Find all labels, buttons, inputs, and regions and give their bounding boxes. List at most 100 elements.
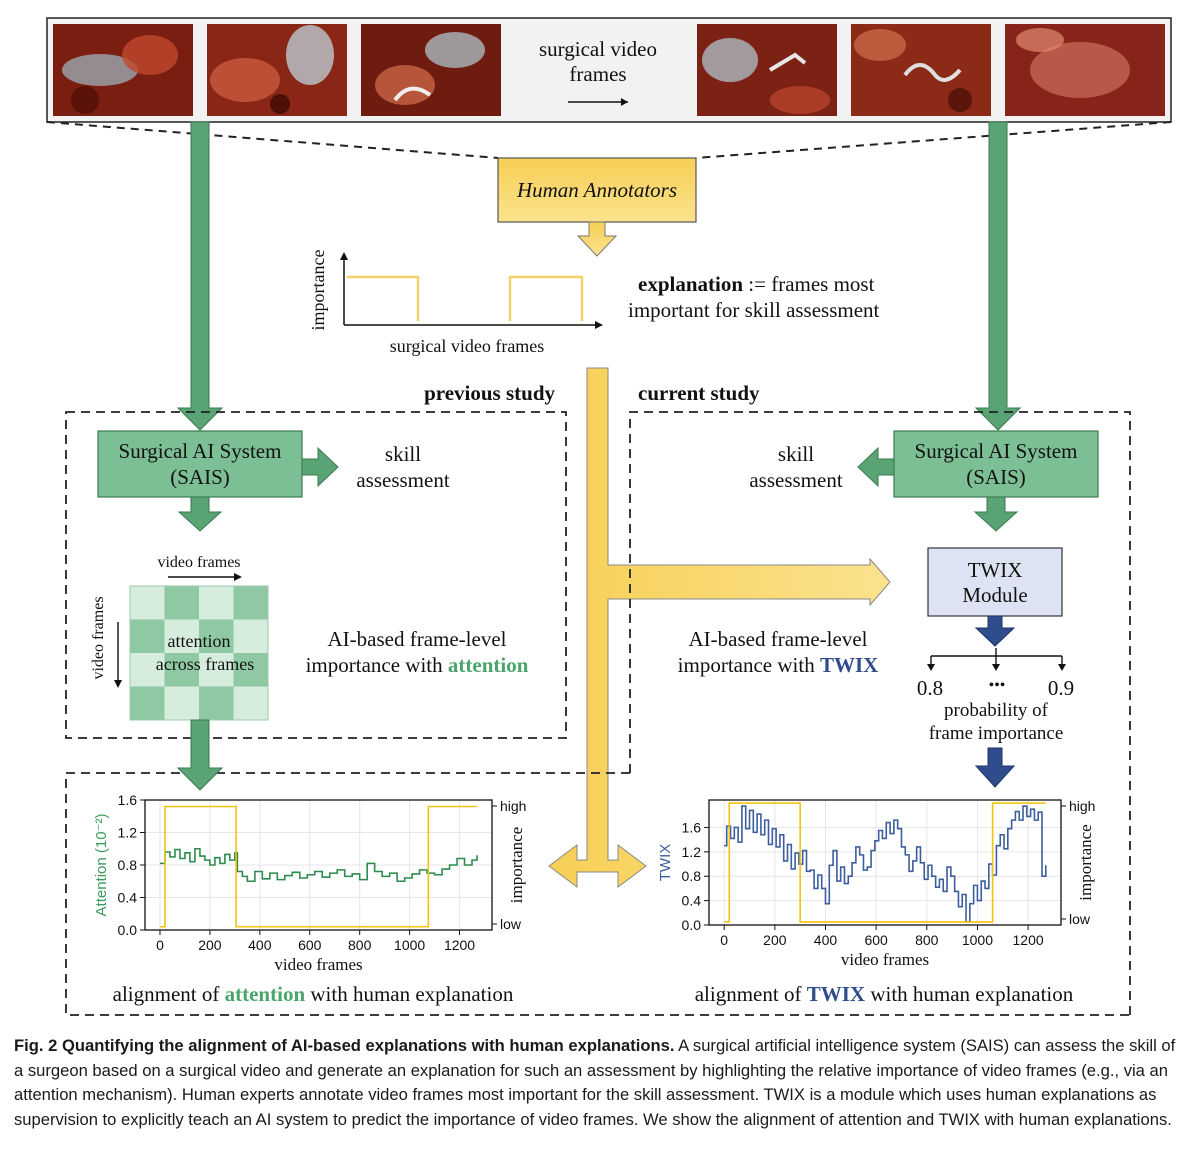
matrix-cell bbox=[199, 586, 234, 620]
twix-importance-line2: importance with TWIX bbox=[678, 653, 879, 677]
model-importance-series bbox=[724, 805, 1047, 923]
arrow-right-icon bbox=[568, 98, 628, 106]
y2-tick-label: high bbox=[1069, 798, 1095, 814]
arrow-right-icon bbox=[234, 573, 242, 581]
x-tick-label: 0 bbox=[720, 932, 728, 948]
x-tick-label: 1000 bbox=[962, 932, 993, 948]
surgical-frame-strip: surgical video frames bbox=[46, 17, 1172, 123]
sais-label-line2: (SAIS) bbox=[966, 465, 1026, 489]
skill-label-line2: assessment bbox=[749, 468, 842, 492]
matrix-cell bbox=[233, 686, 268, 720]
explanation-definition-rest: := frames most bbox=[743, 272, 875, 296]
twix-label-line2: Module bbox=[962, 583, 1027, 607]
explanation-definition: explanation := frames most bbox=[638, 272, 875, 296]
x-tick-label: 600 bbox=[864, 932, 888, 948]
current-study-panel: current study Surgical AI System (SAIS) … bbox=[629, 381, 1131, 1015]
dashed-connector bbox=[46, 121, 499, 159]
twix-module-box bbox=[927, 547, 1063, 617]
matrix-side-label: video frames bbox=[90, 596, 107, 679]
video-frame-thumbnail bbox=[1005, 24, 1165, 116]
y-axis-label: Attention (10⁻²) bbox=[93, 814, 110, 917]
plot-frame bbox=[708, 799, 1062, 926]
y-tick-label: 0.8 bbox=[118, 857, 138, 873]
caption-title: Fig. 2 Quantifying the alignment of AI-b… bbox=[14, 1036, 675, 1055]
alignment-prefix: alignment of bbox=[695, 982, 807, 1006]
sais-box bbox=[893, 430, 1099, 498]
green-arrow-down-icon bbox=[973, 496, 1019, 532]
strip-label-line1: surgical video bbox=[539, 37, 657, 61]
x-tick-label: 400 bbox=[248, 937, 272, 953]
x-axis-label: video frames bbox=[841, 950, 929, 969]
frames-axis-label: surgical video frames bbox=[390, 336, 545, 356]
yellow-trunk-arrow bbox=[548, 367, 891, 888]
matrix-cell bbox=[233, 619, 268, 653]
arrow-down-icon bbox=[576, 221, 618, 257]
importance-pulse bbox=[508, 275, 584, 321]
skill-label-line1: skill bbox=[778, 442, 814, 466]
y2-axis-label: importance bbox=[507, 827, 526, 903]
sais-label-line1: Surgical AI System bbox=[915, 439, 1078, 463]
human-importance-plot: importance surgical video frames bbox=[308, 250, 603, 356]
y2-tick-label: low bbox=[1069, 911, 1091, 927]
human-annotators-box: Human Annotators bbox=[497, 157, 697, 223]
alignment-suffix: with human explanation bbox=[865, 982, 1074, 1006]
importance-prefix: importance with bbox=[306, 653, 448, 677]
matrix-cell bbox=[130, 586, 165, 620]
green-arrow-down-icon bbox=[974, 121, 1022, 431]
sais-label-line1: Surgical AI System bbox=[119, 439, 282, 463]
alignment-suffix: with human explanation bbox=[305, 982, 514, 1006]
x-tick-label: 0 bbox=[156, 937, 164, 953]
matrix-cell bbox=[164, 619, 199, 653]
attention-importance-line1: AI-based frame-level bbox=[328, 627, 507, 651]
alignment-method-attention: attention bbox=[225, 982, 306, 1006]
previous-study-panel: previous study Surgical AI System (SAIS)… bbox=[65, 381, 567, 739]
skill-label-line1: skill bbox=[385, 442, 421, 466]
annotators-label: Human Annotators bbox=[516, 178, 677, 202]
matrix-cell bbox=[130, 686, 165, 720]
y-axis-label: TWIX bbox=[657, 844, 674, 882]
matrix-cell bbox=[164, 586, 199, 620]
video-frame-thumbnail bbox=[53, 24, 193, 116]
x-tick-label: 200 bbox=[198, 937, 222, 953]
attention-matrix bbox=[129, 585, 269, 721]
y-tick-label: 0.0 bbox=[682, 917, 702, 933]
matrix-cell bbox=[164, 653, 199, 687]
attention-importance-line2: importance with attention bbox=[306, 653, 529, 677]
skill-label-line2: assessment bbox=[356, 468, 449, 492]
y-tick-label: 1.6 bbox=[682, 819, 702, 835]
y-tick-label: 1.6 bbox=[118, 792, 138, 808]
matrix-cell bbox=[199, 619, 234, 653]
matrix-cell bbox=[130, 619, 165, 653]
matrix-label-line2: across frames bbox=[156, 654, 254, 674]
x-tick-label: 800 bbox=[348, 937, 372, 953]
x-axis-label: video frames bbox=[274, 955, 362, 974]
x-tick-label: 1200 bbox=[444, 937, 475, 953]
x-tick-label: 400 bbox=[814, 932, 838, 948]
arrow-down-icon bbox=[114, 680, 122, 688]
current-study-title: current study bbox=[638, 381, 760, 405]
x-tick-label: 1200 bbox=[1013, 932, 1044, 948]
twix-label-line1: TWIX bbox=[968, 558, 1023, 582]
alignment-prefix: alignment of bbox=[113, 982, 225, 1006]
prob-label-line2: frame importance bbox=[929, 723, 1064, 744]
green-arrow-down-icon bbox=[177, 496, 223, 532]
previous-study-title: previous study bbox=[424, 381, 555, 405]
sais-label-line2: (SAIS) bbox=[170, 465, 230, 489]
left-alignment-caption: alignment of attention with human explan… bbox=[113, 982, 514, 1006]
video-frame-thumbnail bbox=[697, 24, 837, 116]
attention-method-label: attention bbox=[448, 653, 529, 677]
strip-label-line2: frames bbox=[569, 62, 626, 86]
sais-box bbox=[97, 430, 303, 498]
importance-pulse bbox=[347, 275, 420, 321]
explanation-line2: important for skill assessment bbox=[628, 298, 880, 322]
dashed-connector bbox=[695, 121, 1172, 159]
prob-label-line1: probability of bbox=[944, 700, 1049, 721]
x-tick-label: 1000 bbox=[394, 937, 425, 953]
alignment-panel bbox=[65, 772, 1130, 1016]
probability-branches bbox=[927, 648, 1066, 671]
caption-body: A surgical artificial intelligence syste… bbox=[14, 1036, 1176, 1129]
matrix-top-label: video frames bbox=[157, 554, 240, 571]
y2-axis-label: importance bbox=[1076, 824, 1095, 900]
